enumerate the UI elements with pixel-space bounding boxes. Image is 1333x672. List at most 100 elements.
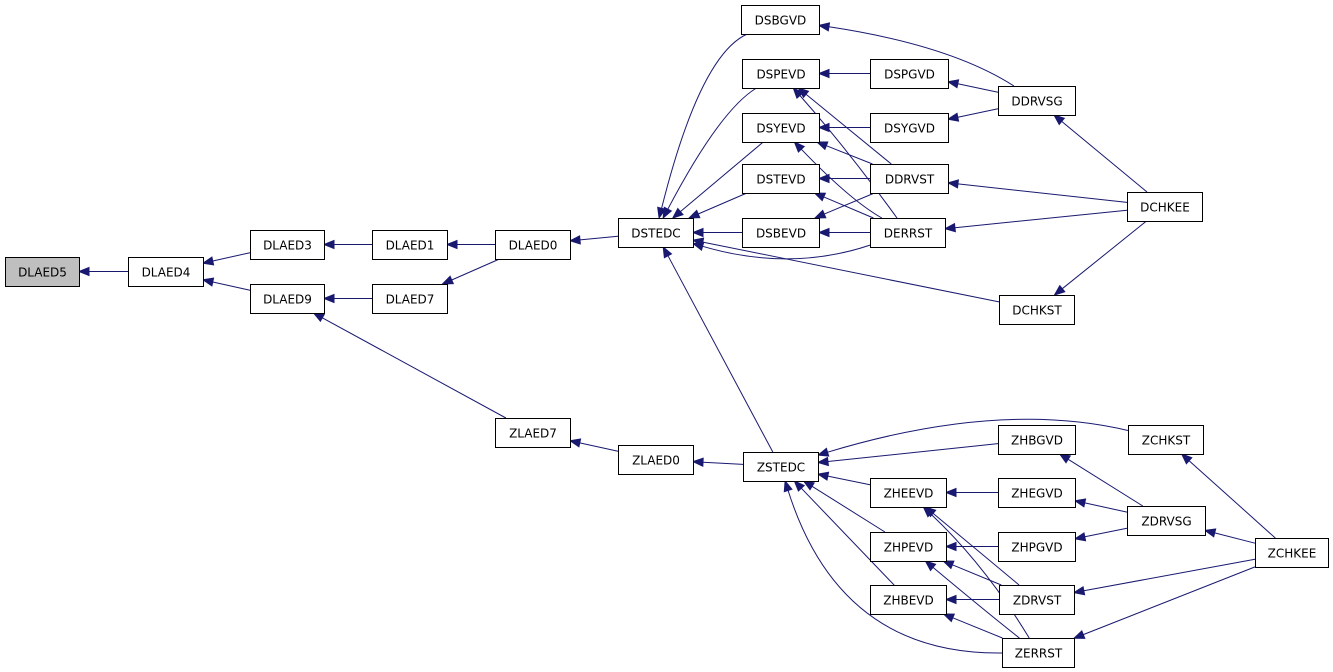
arrowhead-icon [322, 239, 335, 250]
node-label: ZHBEVD [883, 594, 934, 608]
node-dlaed7[interactable]: DLAED7 [372, 284, 448, 314]
arrowhead-icon [1203, 528, 1217, 538]
node-dsyevd[interactable]: DSYEVD [742, 113, 820, 143]
node-label: DLAED7 [386, 293, 435, 307]
arrowhead-icon [815, 141, 829, 151]
node-dlaed1[interactable]: DLAED1 [372, 230, 448, 260]
edge-line [828, 26, 1015, 87]
arrowhead-icon [445, 239, 458, 250]
edge-dchkee-to-ddrvst [946, 179, 1128, 203]
node-box [1255, 538, 1329, 568]
arrowhead-icon [946, 79, 960, 89]
node-label: ZDRVSG [1141, 515, 1191, 529]
node-dlaed3[interactable]: DLAED3 [250, 230, 325, 260]
edge-ddrvsg-to-dsbgvd [817, 22, 1015, 87]
node-zdrvst[interactable]: ZDRVST [999, 585, 1075, 615]
edge-line [805, 93, 892, 165]
node-box [741, 5, 820, 35]
arrowhead-icon [942, 613, 956, 623]
node-box [999, 295, 1075, 325]
node-box [1127, 192, 1203, 222]
arrowhead-icon [312, 312, 326, 323]
node-label: ZLAED0 [632, 454, 680, 468]
node-zlaed0[interactable]: ZLAED0 [618, 445, 694, 475]
node-label: ZHPGVD [1011, 541, 1062, 555]
node-ddrvsg[interactable]: DDRVSG [998, 86, 1076, 116]
node-zheevd[interactable]: ZHEEVD [870, 478, 947, 508]
node-box [495, 230, 571, 260]
edge-line [1214, 532, 1256, 544]
node-dchkst[interactable]: DCHKST [999, 295, 1075, 325]
edge-line [322, 317, 507, 419]
node-dstedc[interactable]: DSTEDC [618, 218, 694, 248]
arrowhead-icon [662, 245, 673, 259]
edge-zdrvsg-to-zhegvd [1073, 498, 1128, 513]
edge-line [1084, 502, 1128, 513]
node-zhbevd[interactable]: ZHBEVD [870, 585, 947, 615]
edge-line [661, 33, 748, 209]
node-ddrvst[interactable]: DDRVST [870, 164, 949, 194]
node-zhegvd[interactable]: ZHEGVD [998, 478, 1076, 508]
node-label: DLAED5 [18, 266, 67, 280]
node-zhpevd[interactable]: ZHPEVD [870, 532, 947, 562]
node-dlaed5[interactable]: DLAED5 [5, 257, 80, 287]
node-zlaed7[interactable]: ZLAED7 [495, 418, 571, 448]
arrowhead-icon [201, 256, 215, 266]
edge-line [952, 617, 1003, 639]
edge-line [952, 564, 1002, 586]
arrowhead-icon [817, 173, 830, 184]
node-zstedc[interactable]: ZSTEDC [743, 452, 819, 482]
node-label: DERRST [884, 227, 933, 241]
edge-line [212, 252, 251, 262]
node-dsbgvd[interactable]: DSBGVD [741, 5, 820, 35]
edge-line [930, 513, 1030, 639]
node-zchkee[interactable]: ZCHKEE [1255, 538, 1329, 568]
node-label: ZDRVST [1013, 594, 1062, 608]
node-box [1128, 425, 1204, 455]
node-dlaed9[interactable]: DLAED9 [250, 284, 325, 314]
node-dsygvd[interactable]: DSYGVD [870, 113, 949, 143]
node-zhbgvd[interactable]: ZHBGVD [998, 425, 1076, 455]
node-zhpgvd[interactable]: ZHPGVD [998, 532, 1076, 562]
edge-dsbevd-to-dstedc [691, 227, 742, 238]
edge-line [212, 281, 251, 291]
node-dstevd[interactable]: DSTEVD [742, 164, 820, 194]
arrowhead-icon [816, 456, 829, 467]
edge-line [827, 418, 1129, 453]
edge-ddrvst-to-dsyevd [815, 141, 873, 165]
node-box [998, 532, 1076, 562]
arrowhead-icon [944, 594, 957, 605]
node-label: DLAED4 [142, 266, 191, 280]
arrowhead-icon [943, 222, 956, 233]
edge-zerrst-to-zhbevd [942, 613, 1003, 639]
node-derrst[interactable]: DERRST [870, 218, 946, 248]
node-dspgvd[interactable]: DSPGVD [870, 59, 949, 89]
edge-line [1188, 460, 1276, 539]
node-dsbevd[interactable]: DSBEVD [742, 218, 820, 248]
node-label: ZHEEVD [884, 487, 934, 501]
node-label: DCHKEE [1140, 201, 1190, 215]
node-zchkst[interactable]: ZCHKST [1128, 425, 1204, 455]
edge-derrst-to-dspevd [792, 86, 898, 219]
node-label: DSTEDC [631, 227, 680, 241]
arrowhead-icon [1072, 585, 1086, 596]
edge-line [826, 145, 873, 165]
arrowhead-icon [817, 227, 830, 238]
node-label: DSBEVD [756, 227, 806, 241]
edge-dlaed1-to-dlaed3 [322, 239, 372, 250]
edge-line [1083, 558, 1256, 592]
node-box [742, 164, 820, 194]
node-box [870, 164, 949, 194]
node-box [870, 59, 949, 89]
node-zerrst[interactable]: ZERRST [1002, 638, 1075, 668]
node-dchkee[interactable]: DCHKEE [1127, 192, 1203, 222]
node-zdrvsg[interactable]: ZDRVSG [1127, 506, 1206, 536]
edge-dlaed4-to-dlaed5 [77, 266, 128, 277]
node-dlaed0[interactable]: DLAED0 [495, 230, 571, 260]
node-box [250, 230, 325, 260]
node-dspevd[interactable]: DSPEVD [742, 59, 820, 89]
node-dlaed4[interactable]: DLAED4 [128, 257, 204, 287]
edge-zdrvst-to-zhbevd [944, 594, 999, 605]
arrowhead-icon [946, 112, 960, 122]
edge-dsyevd-to-dstedc [671, 141, 764, 219]
